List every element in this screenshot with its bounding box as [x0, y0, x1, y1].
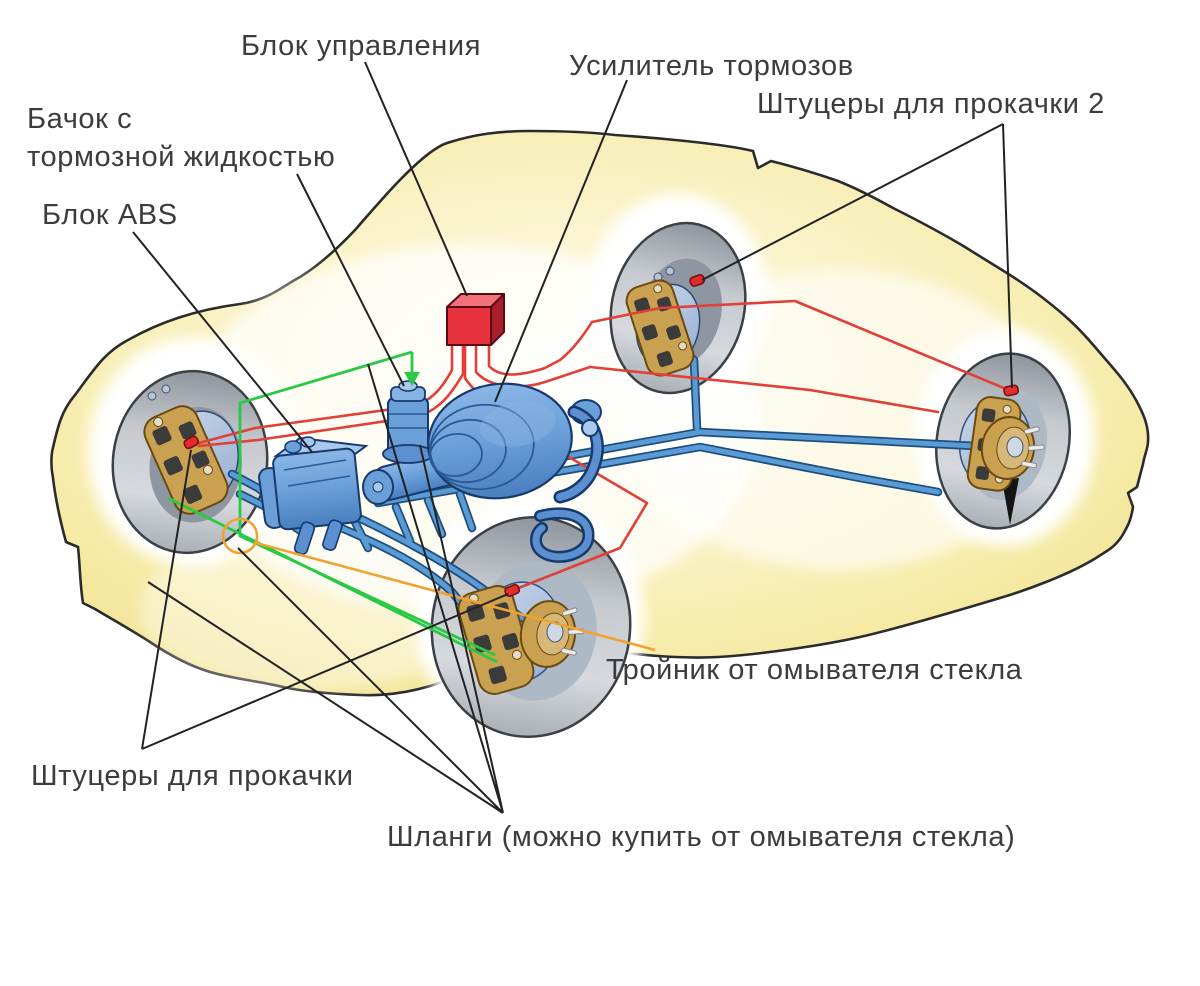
washer-tee-line [221, 517, 656, 652]
bleed-fitting-front-right [504, 583, 521, 598]
bleed-fittings-front-label: Штуцеры для прокачки [31, 760, 354, 792]
pedal-bracket [530, 405, 604, 563]
leader-booster [494, 79, 628, 403]
green-arrowhead [404, 372, 420, 386]
control-unit-label: Блок управления [241, 30, 481, 62]
hose-lines-green [167, 350, 498, 664]
bleed-fitting-rear-right [1003, 384, 1020, 397]
leader-lines [132, 61, 1013, 814]
control-unit-box [446, 293, 505, 346]
bleed-fittings [183, 274, 1020, 598]
bleed-fitting-front-left [183, 435, 200, 450]
leader-fittings-front [141, 449, 509, 750]
abs-unit-label: Блок ABS [42, 199, 178, 231]
abs-unit [258, 436, 369, 555]
hoses-label: Шланги (можно купить от омывателя стекла… [387, 821, 1016, 853]
brake-booster-label: Усилитель тормозов [569, 50, 854, 82]
leader-abs [132, 231, 313, 453]
leader-hoses [147, 363, 504, 814]
leader-control-unit [364, 61, 468, 297]
leader-fittings-rear [701, 123, 1013, 389]
fluid-reservoir [382, 380, 434, 464]
washer-tee-label: Тройник от омывателя стекла [606, 654, 1023, 686]
fluid-reservoir-label-line2: тормозной жидкостью [27, 141, 336, 174]
leader-reservoir [296, 173, 405, 387]
fluid-reservoir-label-line1: Бачок с [27, 103, 133, 135]
washer-tee-circle [221, 517, 259, 555]
bleed-fittings-rear-label: Штуцеры для прокачки 2 [757, 88, 1105, 120]
fluid-reservoir-label: Бачок с тормозной жидкостью [27, 100, 335, 177]
